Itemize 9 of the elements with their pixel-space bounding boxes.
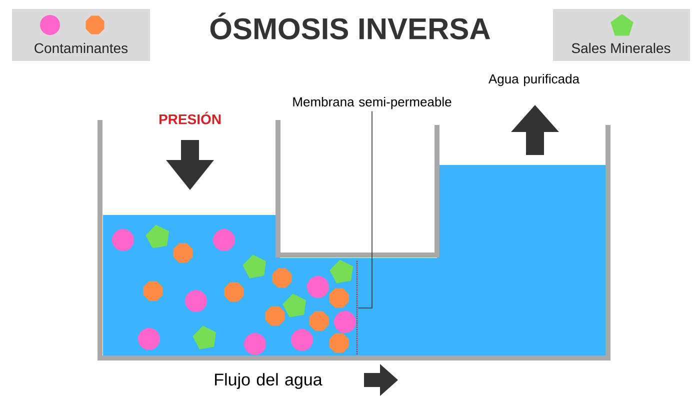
leader-line xyxy=(358,110,372,308)
output-label: Agua purificada xyxy=(488,74,580,86)
pressure-label: PRESIÓN xyxy=(159,112,221,124)
title: ÓSMOSIS INVERSA xyxy=(210,12,490,40)
legend-box: Sales Minerales xyxy=(553,9,690,61)
callout-label: Membrana semi-permeable xyxy=(293,96,452,110)
membrane-line xyxy=(356,260,358,356)
legend-box: Contaminantes xyxy=(12,9,150,61)
flow-label: Flujo del agua xyxy=(215,373,322,389)
